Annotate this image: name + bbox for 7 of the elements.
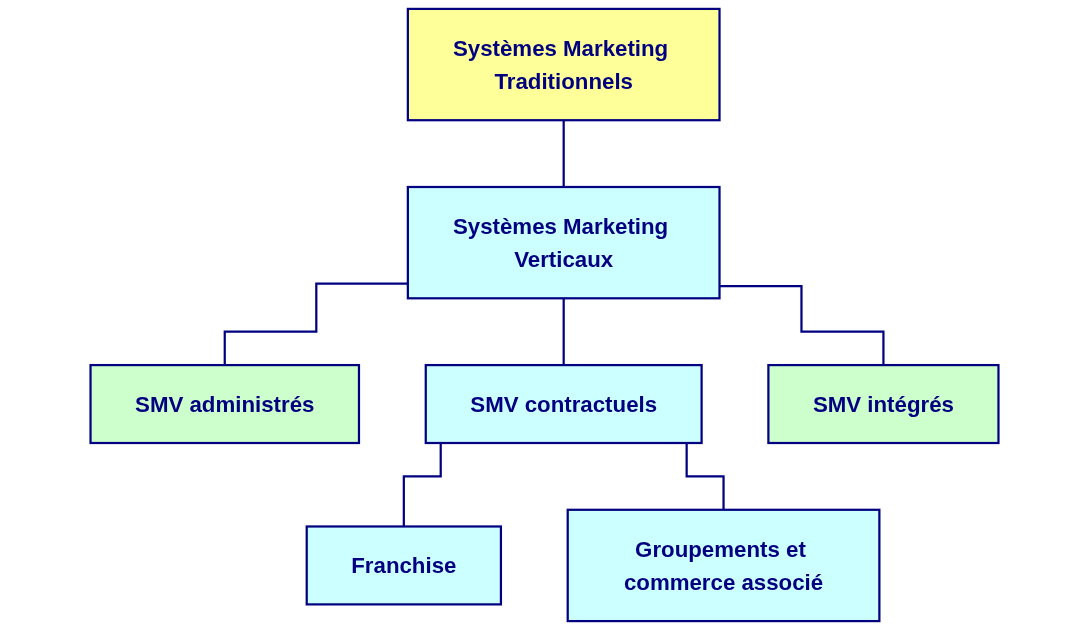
node-box: Systèmes Marketing Traditionnels [406,7,721,122]
node-box: Groupements et commerce associé [566,508,881,623]
node-box: SMV administrés [89,363,361,445]
node-box: SMV intégrés [767,363,1000,445]
node-box: Systèmes Marketing Verticaux [406,185,721,300]
node-box: SMV contractuels [424,363,703,445]
node-box: Franchise [305,525,503,606]
